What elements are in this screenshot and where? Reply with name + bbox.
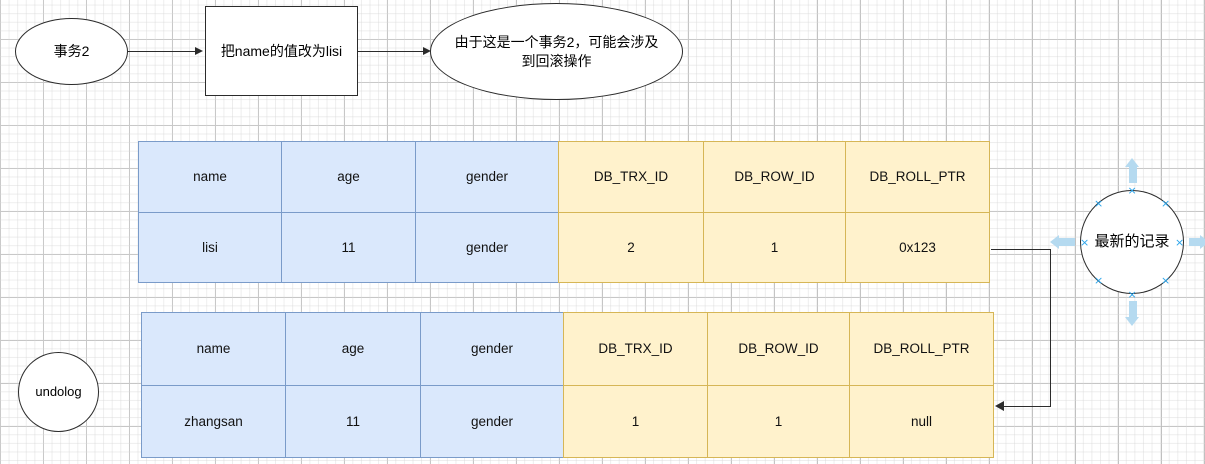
node-rollback-note-label: 由于这是一个事务2，可能会涉及到回滚操作 (454, 33, 659, 69)
header-cell-age: age (281, 141, 416, 213)
data-cell-db-roll-ptr: 0x123 (845, 211, 990, 283)
table-row[interactable]: lisi 11 gender 2 1 0x123 (138, 211, 992, 283)
data-cell-db-trx-id: 2 (558, 211, 704, 283)
selection-handle-e[interactable]: × (1175, 235, 1185, 249)
connect-arrow-right-shaft[interactable] (1189, 238, 1203, 246)
connector-action-to-note-arrowhead (423, 46, 431, 55)
connect-arrow-down-icon[interactable] (1125, 317, 1139, 326)
connector-action-to-note[interactable] (358, 51, 424, 52)
connect-arrow-right-icon[interactable] (1200, 234, 1205, 249)
table-header-row: name age gender DB_TRX_ID DB_ROW_ID DB_R… (141, 312, 996, 386)
node-rollback-note[interactable]: 由于这是一个事务2，可能会涉及到回滚操作 (430, 3, 683, 100)
current-record-table[interactable]: name age gender DB_TRX_ID DB_ROW_ID DB_R… (138, 141, 992, 283)
header-cell-age: age (285, 312, 421, 386)
connector-start-to-action[interactable] (128, 51, 196, 52)
connect-arrow-down-shaft[interactable] (1128, 301, 1137, 318)
roll-pointer-connector-bottom[interactable] (1004, 406, 1051, 407)
connect-arrow-up-icon[interactable] (1125, 158, 1139, 167)
node-update-name-action[interactable]: 把name的值改为lisi (205, 6, 358, 96)
header-cell-db-row-id: DB_ROW_ID (703, 141, 846, 213)
selection-handle-w[interactable]: × (1080, 235, 1090, 249)
header-cell-gender: gender (415, 141, 559, 213)
table-header-row: name age gender DB_TRX_ID DB_ROW_ID DB_R… (138, 141, 992, 213)
table-row[interactable]: zhangsan 11 gender 1 1 null (141, 384, 996, 458)
selection-handle-n[interactable]: × (1127, 183, 1137, 197)
selection-handle-sw[interactable]: × (1094, 274, 1104, 287)
data-cell-age: 11 (285, 384, 421, 458)
data-cell-gender: gender (415, 211, 559, 283)
node-latest-record-label: 最新的记录 (1094, 232, 1170, 250)
roll-pointer-connector-vertical[interactable] (1050, 249, 1051, 407)
header-cell-name: name (141, 312, 286, 386)
data-cell-db-roll-ptr: null (849, 384, 994, 458)
data-cell-db-row-id: 1 (703, 211, 846, 283)
undolog-record-table[interactable]: name age gender DB_TRX_ID DB_ROW_ID DB_R… (141, 312, 996, 458)
connector-start-to-action-arrowhead (195, 46, 203, 55)
node-undolog-label: undolog (35, 384, 82, 400)
header-cell-db-row-id: DB_ROW_ID (707, 312, 850, 386)
selection-handle-se[interactable]: × (1161, 274, 1171, 287)
connect-arrow-left-shaft[interactable] (1058, 238, 1075, 246)
node-transaction2-label: 事务2 (53, 43, 90, 60)
header-cell-db-trx-id: DB_TRX_ID (558, 141, 704, 213)
node-update-name-action-label: 把name的值改为lisi (220, 42, 343, 59)
data-cell-db-row-id: 1 (707, 384, 850, 458)
roll-pointer-connector-arrowhead (995, 401, 1004, 411)
data-cell-name: lisi (138, 211, 282, 283)
data-cell-db-trx-id: 1 (563, 384, 708, 458)
roll-pointer-connector-top[interactable] (991, 249, 1051, 250)
node-transaction2[interactable]: 事务2 (15, 18, 128, 85)
header-cell-gender: gender (420, 312, 564, 386)
selection-handle-ne[interactable]: × (1161, 197, 1171, 210)
data-cell-gender: gender (420, 384, 564, 458)
header-cell-name: name (138, 141, 282, 213)
connect-arrow-left-icon[interactable] (1050, 234, 1059, 249)
connect-arrow-up-shaft[interactable] (1128, 166, 1137, 183)
header-cell-db-roll-ptr: DB_ROLL_PTR (849, 312, 994, 386)
selection-handle-nw[interactable]: × (1094, 197, 1104, 210)
header-cell-db-trx-id: DB_TRX_ID (563, 312, 708, 386)
node-undolog[interactable]: undolog (18, 352, 99, 432)
data-cell-name: zhangsan (141, 384, 286, 458)
data-cell-age: 11 (281, 211, 416, 283)
header-cell-db-roll-ptr: DB_ROLL_PTR (845, 141, 990, 213)
node-latest-record[interactable]: 最新的记录 (1080, 190, 1184, 294)
selection-handle-s[interactable]: × (1127, 287, 1137, 301)
